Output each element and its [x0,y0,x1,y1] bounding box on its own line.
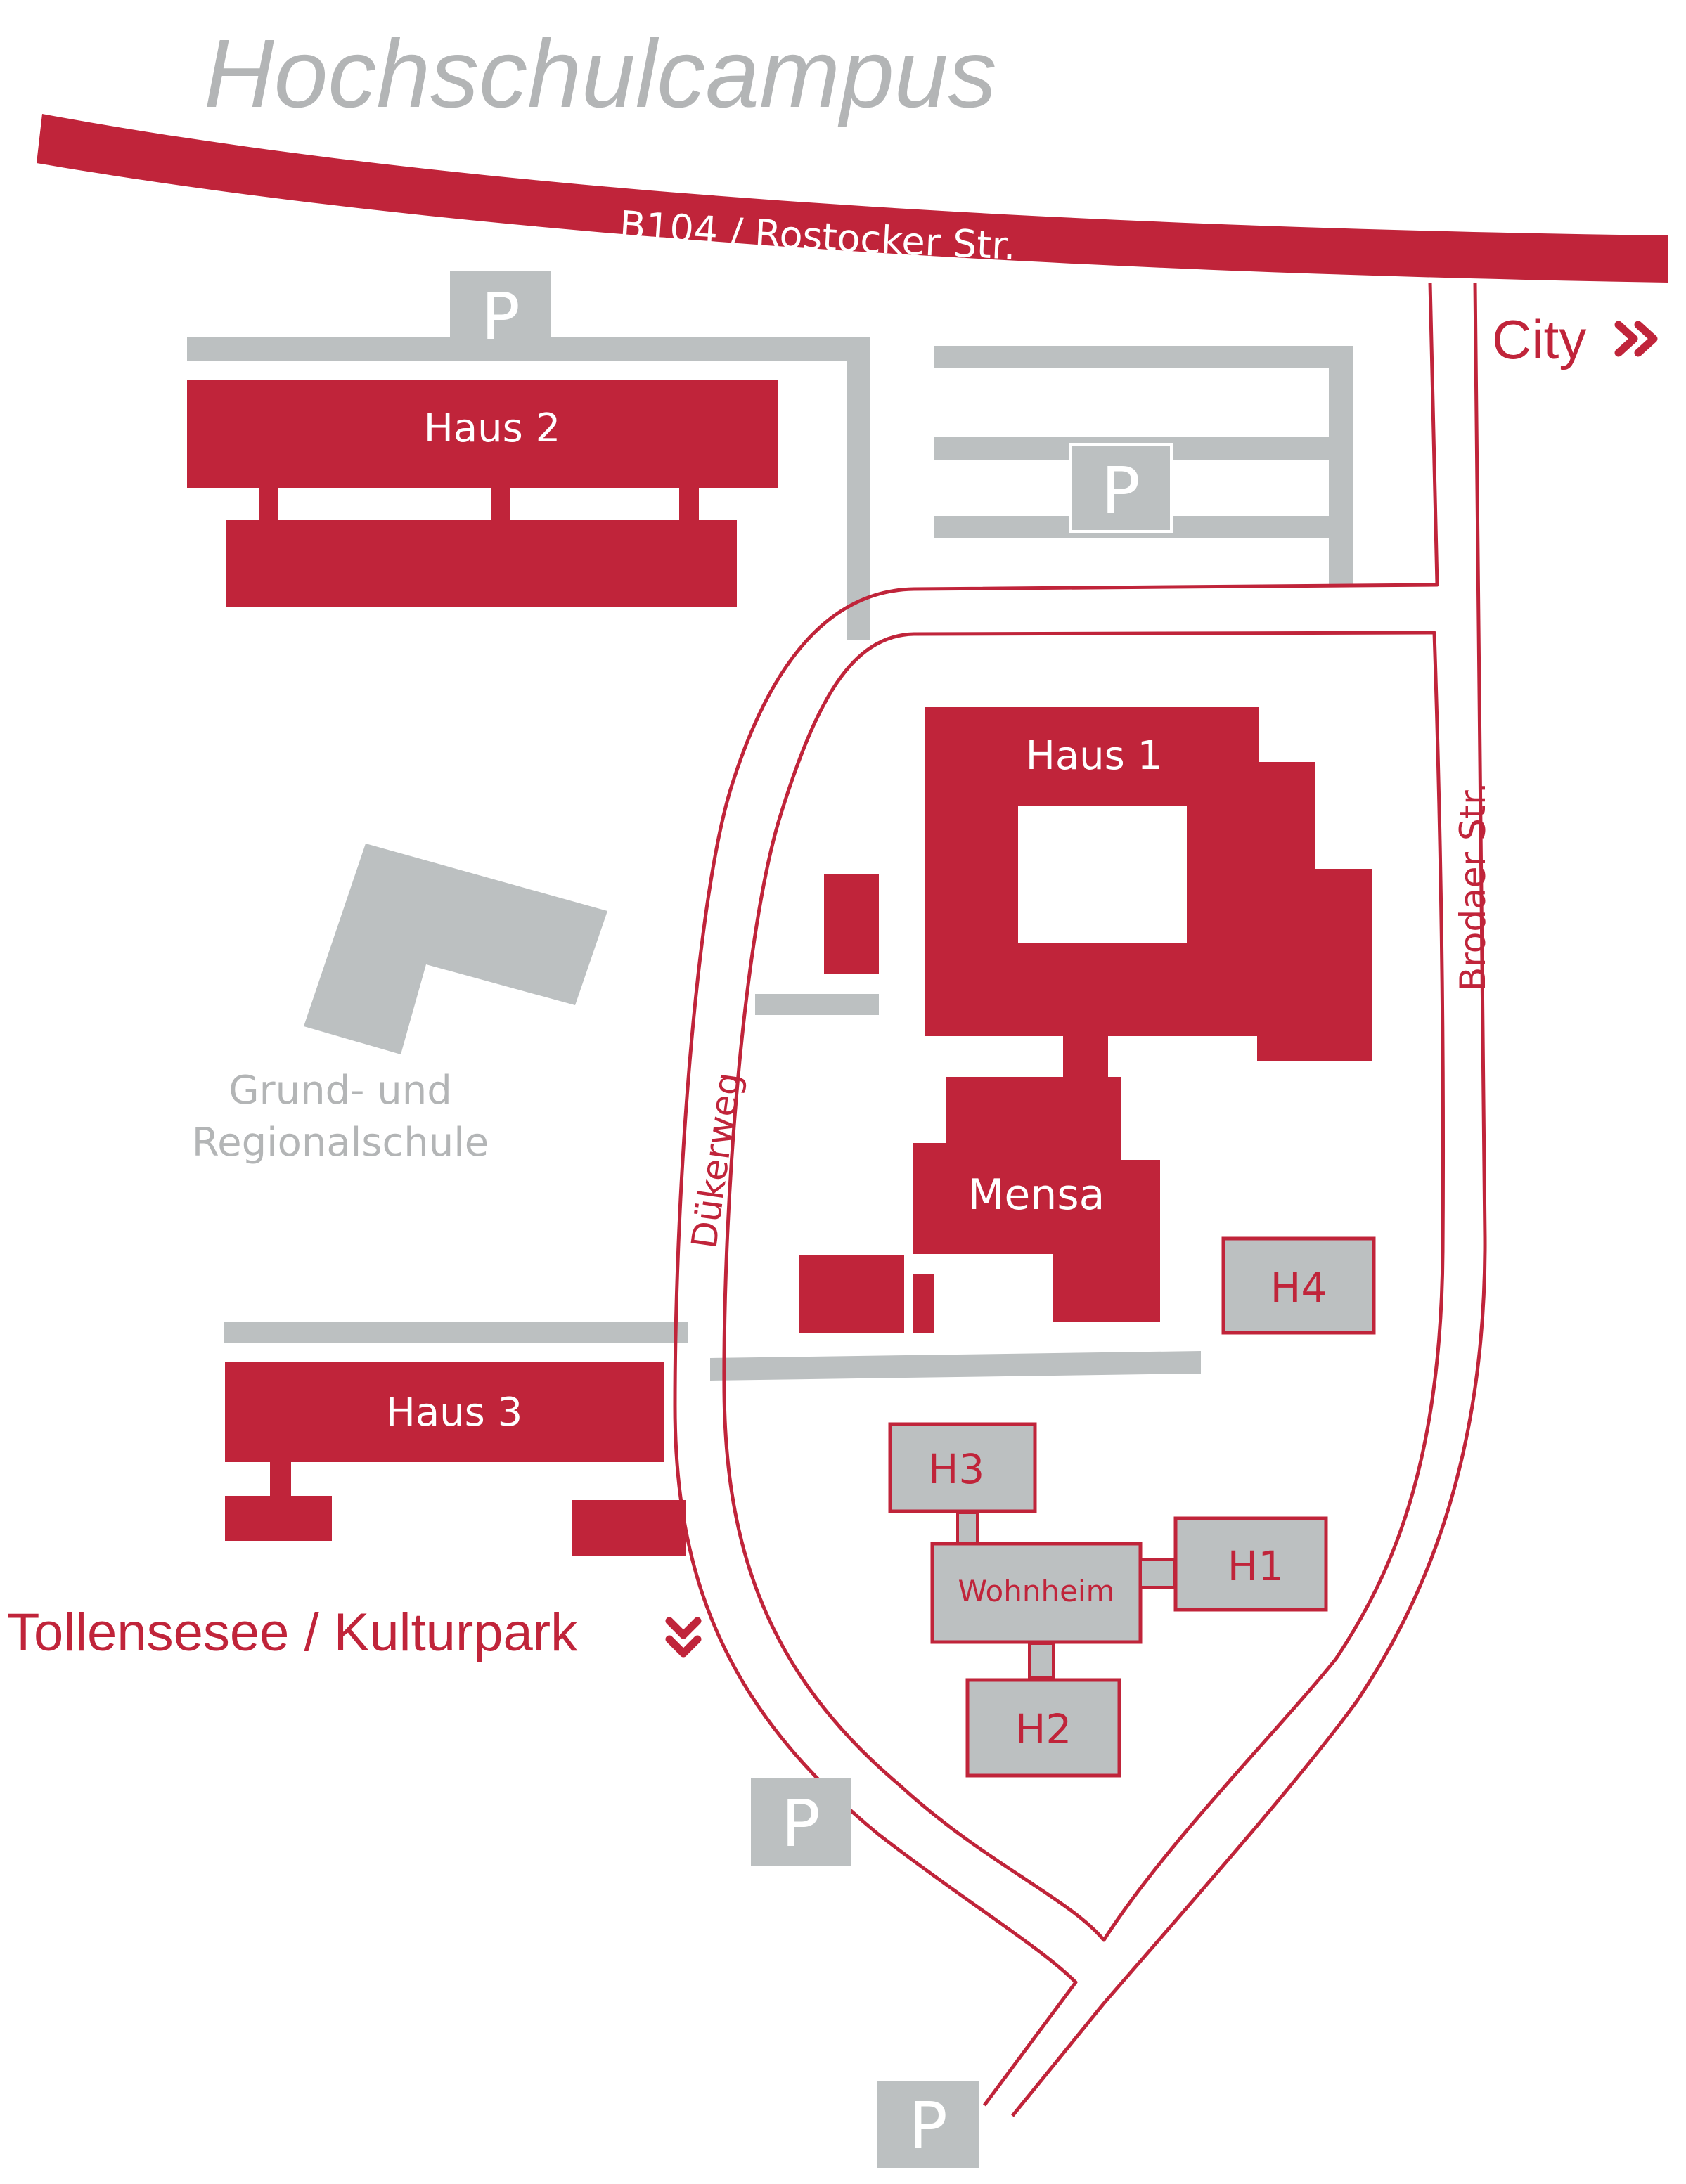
direction-city-label: City [1492,309,1586,370]
road-duekerweg-label: Dükerweg [683,1070,749,1251]
road-brodaer-label: Brodaer Str. [1453,782,1493,991]
parking-label: P [781,1786,820,1861]
dorm-wohnheim-label: Wohnheim [958,1574,1114,1608]
connector-wohnheim-h2 [1028,1642,1055,1679]
parking-south[interactable]: P [751,1778,851,1866]
building-haus-2[interactable] [187,380,778,607]
parking-north-east[interactable]: P [1069,443,1173,533]
parking-label: P [1101,453,1140,529]
parking-far-south[interactable]: P [877,2081,979,2168]
connector-haus1-mensa [1063,1033,1108,1080]
building-annex-small [824,874,879,974]
building-school [304,844,607,1054]
parking-label: P [908,2088,947,2164]
loop-road [673,282,1487,2117]
parking-label: P [481,279,520,354]
building-haus-2-label: Haus 2 [424,406,561,451]
building-haus-3-label: Haus 3 [386,1390,523,1435]
school-label-line1: Grund- und [229,1068,452,1113]
building-mensa-annex-1 [799,1255,904,1333]
double-chevron-right-icon [1614,321,1658,357]
dorm-h1-label: H1 [1228,1542,1285,1590]
dorm-h3[interactable]: H3 [888,1422,1037,1513]
dorm-h1[interactable]: H1 [1173,1516,1328,1612]
building-mensa-annex-2 [913,1274,934,1333]
school-label-line2: Regionalschule [192,1120,489,1165]
map-title: Hochschulcampus [204,20,997,128]
connector-wohnheim-h1 [1139,1558,1176,1589]
road-b104 [37,114,1668,283]
building-haus-1-label: Haus 1 [1026,733,1163,779]
dorm-h2[interactable]: H2 [965,1678,1121,1778]
building-haus-3[interactable] [225,1362,686,1556]
building-mensa[interactable] [913,1077,1160,1322]
direction-lake-label: Tollensesee / Kulturpark [7,1603,578,1662]
dorm-wohnheim[interactable]: Wohnheim [930,1542,1143,1644]
building-haus-1[interactable] [925,707,1372,1061]
dorm-h4[interactable]: H4 [1221,1236,1376,1335]
dorm-h3-label: H3 [928,1445,985,1493]
double-chevron-down-icon [665,1617,702,1658]
connector-h3-wohnheim [956,1511,979,1545]
building-mensa-label: Mensa [968,1170,1105,1220]
dorm-h2-label: H2 [1015,1705,1072,1753]
dorm-h4-label: H4 [1270,1264,1327,1312]
parking-north-west[interactable]: P [450,271,551,357]
